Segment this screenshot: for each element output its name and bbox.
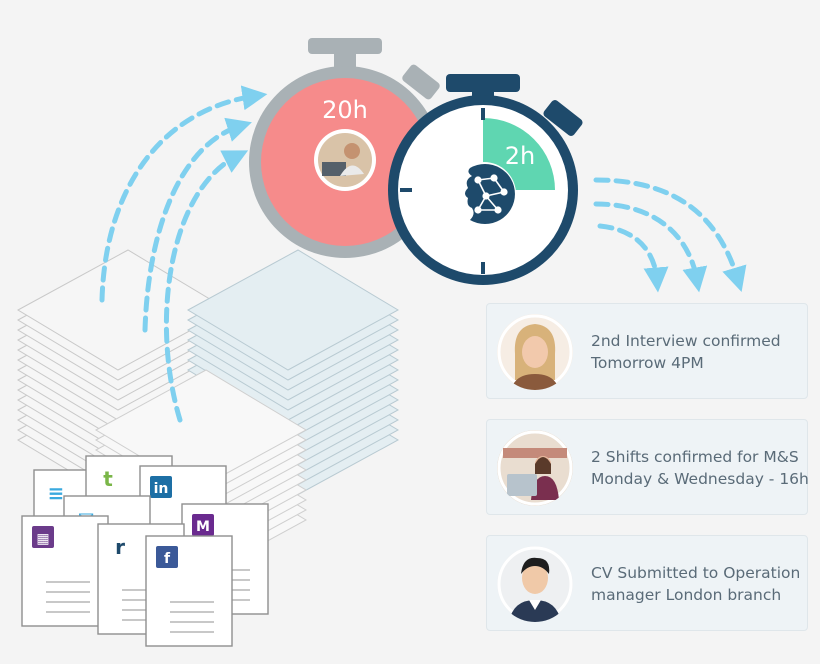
- manual-timer-label: 20h: [322, 96, 368, 124]
- stopwatch-side-button: [543, 100, 583, 136]
- source-documents: ≡tin✉M▦rf: [21, 455, 269, 647]
- card-text: 2nd Interview confirmed Tomorrow 4PM: [591, 330, 781, 374]
- upload-arrows: [99, 85, 268, 423]
- result-card-shifts[interactable]: 2 Shifts confirmed for M&S Monday & Wedn…: [486, 419, 809, 515]
- card-text: CV Submitted to Operation manager London…: [591, 562, 800, 606]
- grid-logo-icon: ▦: [32, 526, 54, 548]
- svg-text:f: f: [164, 551, 171, 567]
- card-line-2: Monday & Wednesday - 16h: [591, 470, 809, 488]
- ai-brain-icon: [452, 162, 516, 226]
- svg-text:M: M: [196, 519, 210, 535]
- database-icon: ≡: [48, 481, 65, 505]
- r-icon: r: [115, 535, 125, 559]
- stopwatch-button-top: [308, 38, 382, 54]
- t-icon: t: [103, 467, 113, 491]
- facebook-icon: f: [156, 546, 178, 568]
- stopwatch-side-button: [402, 64, 440, 100]
- result-arrows: [593, 177, 747, 293]
- source-document: f: [145, 535, 233, 647]
- ai-stopwatch: 2h: [388, 74, 583, 285]
- card-line-1: CV Submitted to Operation: [591, 564, 801, 582]
- result-card-cv[interactable]: CV Submitted to Operation manager London…: [486, 535, 808, 631]
- linkedin-icon: in: [150, 476, 172, 498]
- card-text: 2 Shifts confirmed for M&S Monday & Wedn…: [591, 446, 809, 490]
- candidate-avatar-man: [497, 546, 573, 622]
- result-card-interview[interactable]: 2nd Interview confirmed Tomorrow 4PM: [486, 303, 808, 399]
- stopwatch-button-top: [446, 74, 520, 92]
- svg-text:in: in: [154, 481, 169, 497]
- card-line-1: 2 Shifts confirmed for M&S: [591, 448, 799, 466]
- svg-text:≡: ≡: [48, 481, 65, 505]
- card-line-2: manager London branch: [591, 586, 782, 604]
- monster-icon: M: [192, 514, 214, 536]
- svg-text:t: t: [103, 467, 113, 491]
- card-line-1: 2nd Interview confirmed: [591, 332, 781, 350]
- candidate-avatar-woman: [497, 314, 573, 390]
- paper-sheet: [186, 249, 400, 371]
- svg-text:▦: ▦: [36, 531, 49, 547]
- card-line-2: Tomorrow 4PM: [591, 354, 704, 372]
- ai-timer-label: 2h: [505, 142, 535, 170]
- worker-avatar-laptop: [497, 430, 573, 506]
- tired-worker-avatar: [318, 133, 372, 187]
- source-document: ▦: [21, 515, 109, 627]
- svg-text:r: r: [115, 535, 125, 559]
